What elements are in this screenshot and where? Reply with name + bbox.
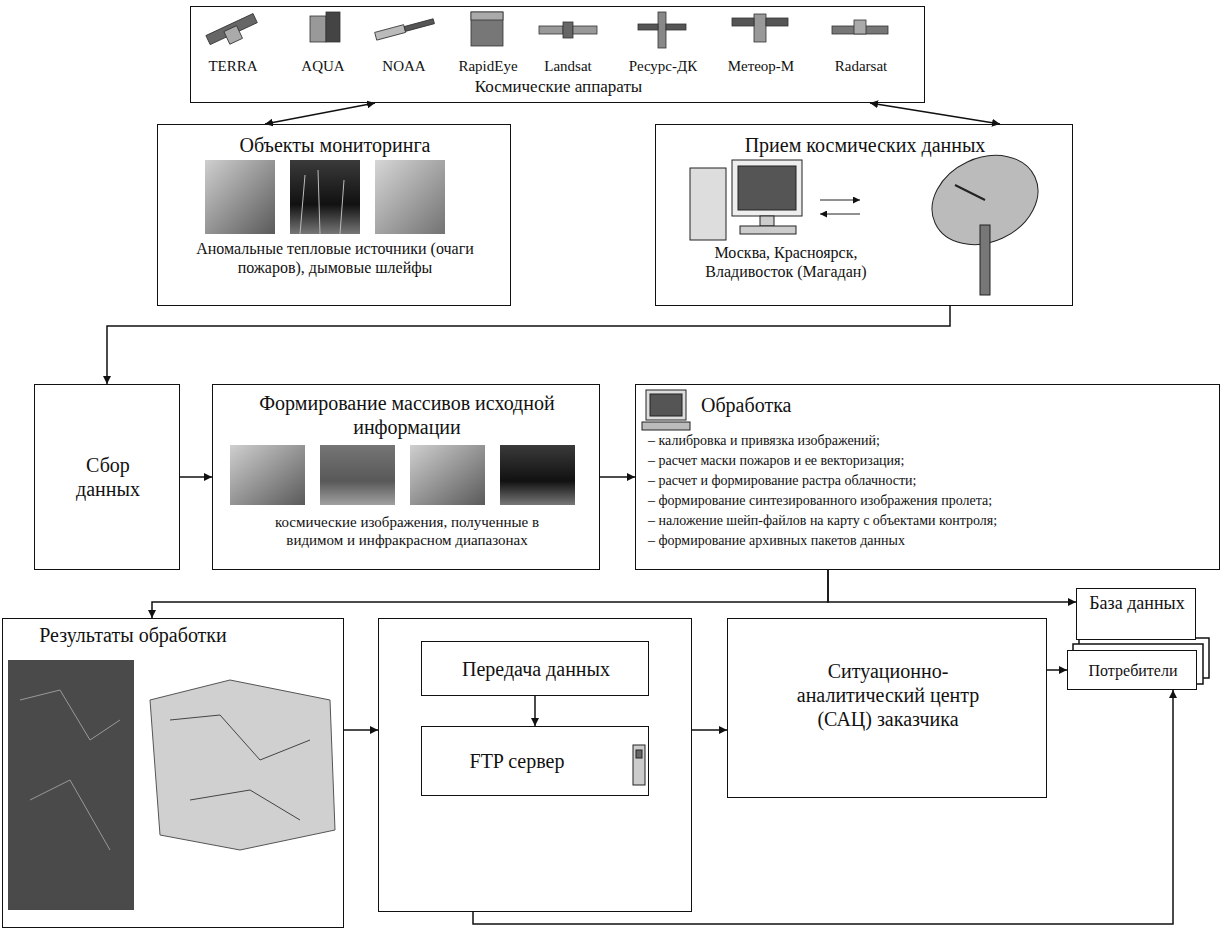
flow-arrow (265, 103, 375, 124)
box-text: Потребители (1068, 661, 1198, 680)
box-text: Аномальные тепловые источники (очаги пож… (185, 239, 485, 277)
process-box: Сбор данных (34, 384, 180, 570)
box-text: Объекты мониторинга (158, 133, 512, 157)
box-text: – формирование архивных пакетов данных (648, 533, 1208, 550)
box-text: Radarsat (823, 57, 899, 75)
box-text: Сбор данных (63, 453, 153, 501)
box-text: Формирование массивов исходной информаци… (247, 391, 567, 439)
process-box: Результаты обработки (2, 618, 344, 928)
process-box: Объекты мониторингаАномальные тепловые и… (157, 124, 511, 306)
process-box: Потребители (1067, 650, 1197, 690)
flow-arrow (692, 729, 727, 731)
process-box: Передача данныхFTP сервер (378, 618, 692, 912)
box-text: космические изображения, полученные в ви… (247, 513, 567, 549)
box-text: FTP сервер (422, 749, 612, 773)
box-text: RapidEye (450, 57, 526, 75)
box-text: Обработка (701, 393, 1001, 417)
fire-photos (205, 160, 445, 234)
process-box: Ситуационно-аналитический центр (САЦ) за… (727, 618, 1047, 798)
box-text: Передача данных (422, 657, 650, 681)
satellite-images (230, 445, 575, 505)
flow-arrow (180, 476, 212, 478)
box-text: TERRA (195, 57, 271, 75)
box-text: – расчет маски пожаров и ее векторизация… (648, 453, 1208, 470)
process-box: Передача данных (421, 641, 649, 696)
flow-arrow (600, 476, 635, 478)
process-box: FTP сервер (421, 726, 649, 796)
box-text: Метеор-М (723, 57, 799, 75)
process-box: TERRA AQUA NOAA RapidEyeLandsat Ресурс-ДК Мет… (190, 6, 925, 103)
satellite-icons (206, 12, 888, 52)
box-text: Результаты обработки (3, 623, 263, 647)
box-text: – наложение шейп-файлов на карту с объек… (648, 513, 1208, 530)
box-text: База данных (1077, 593, 1197, 615)
box-text: Москва, Красноярск, Владивосток (Магадан… (671, 243, 901, 281)
process-box: Формирование массивов исходной информаци… (212, 384, 600, 570)
flow-arrow (152, 570, 828, 618)
flow-arrow (1047, 669, 1067, 671)
computer-icon (642, 390, 690, 430)
box-text: – калибровка и привязка изображений; (648, 433, 1208, 450)
box-text: – расчет и формирование растра облачност… (648, 473, 1208, 490)
box-text: Ситуационно-аналитический центр (САЦ) за… (778, 659, 998, 731)
box-text: AQUA (285, 57, 361, 75)
flow-arrow (828, 570, 1076, 602)
server-icon (633, 745, 645, 785)
process-box: База данных (1076, 588, 1196, 640)
box-text: NOAA (366, 57, 442, 75)
box-text: – формирование синтезированного изображе… (648, 493, 1208, 510)
flow-arrow (107, 306, 950, 384)
flow-arrow (870, 103, 1000, 124)
process-box: Прием космических данныхМосква, Краснояр… (655, 124, 1073, 306)
box-text: Ресурс-ДК (625, 57, 701, 75)
box-text: Прием космических данных (656, 133, 1074, 157)
result-maps (8, 660, 335, 910)
box-text: Космические аппараты (191, 77, 926, 97)
flow-arrow (534, 696, 536, 726)
process-box: Обработка – калибровка и привязка изображ… (635, 384, 1220, 570)
flow-arrow (344, 729, 378, 731)
box-text: Landsat (530, 57, 606, 75)
